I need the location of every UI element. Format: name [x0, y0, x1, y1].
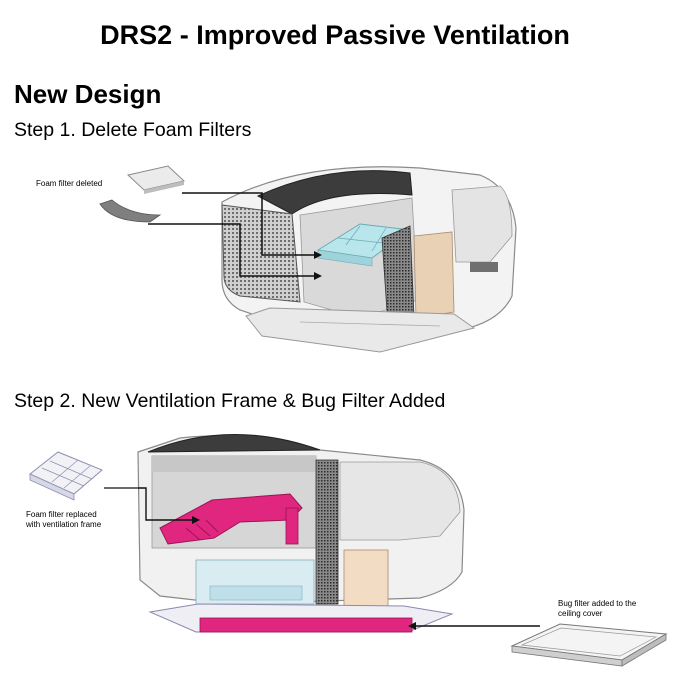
section-heading: New Design: [14, 79, 162, 109]
step1-base-plate: [245, 307, 476, 353]
page-title: DRS2 - Improved Passive Ventilation: [100, 20, 570, 50]
foam-deleted-note: Foam filter deleted: [36, 179, 103, 188]
frame-arrow: [138, 487, 196, 521]
bug-note-line2: ceiling cover: [558, 609, 603, 618]
step2-heading: Step 2. New Ventilation Frame & Bug Filt…: [14, 390, 446, 412]
step1-left-mesh: [221, 204, 301, 303]
frame-note-line1: Foam filter replaced: [26, 510, 97, 519]
step2-top-cap: [147, 434, 321, 453]
bug-note-line1: Bug filter added to the: [558, 599, 637, 608]
step1-tan-panel: [413, 231, 455, 319]
step1-arrow-rect: [182, 192, 318, 256]
step2-tan-panel: [343, 549, 389, 607]
step1-heading: Step 1. Delete Foam Filters: [14, 119, 252, 141]
frame-note-line2: with ventilation frame: [26, 520, 102, 529]
step1-center-mesh: [381, 225, 415, 327]
step1-top-grille: [256, 170, 413, 215]
step2-diagram: [29, 434, 668, 667]
deleted-foam-filter-arc: [99, 199, 162, 223]
step1-diagram: [99, 165, 517, 353]
step1-arrow-arc: [148, 223, 318, 277]
bug-filter-thumbnail: [510, 623, 668, 667]
ventilation-frame-thumbnail: [29, 451, 103, 501]
step2-center-mesh: [315, 459, 339, 605]
frame-note: Foam filter replaced with ventilation fr…: [26, 510, 101, 530]
bug-note: Bug filter added to the ceiling cover: [558, 599, 636, 619]
